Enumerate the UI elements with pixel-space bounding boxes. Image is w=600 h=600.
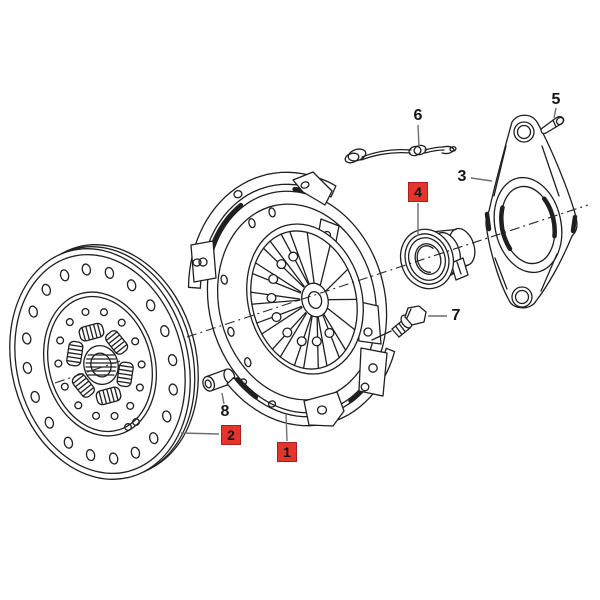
bolt-drawing [371, 305, 427, 341]
retaining-spring-drawing [344, 144, 457, 164]
leader-lines [180, 107, 557, 442]
release-arm-drawing [484, 114, 578, 309]
pivot-pin-drawing [540, 115, 565, 135]
pressure-plate-drawing [187, 171, 396, 427]
callout-4-release-bearing[interactable]: 4 [408, 182, 428, 202]
callout-3-release-arm[interactable]: 3 [457, 168, 467, 185]
callout-7-bolt[interactable]: 7 [451, 307, 461, 324]
release-bearing-drawing [399, 227, 476, 290]
callout-2-clutch-disc[interactable]: 2 [221, 425, 241, 445]
callout-6-retaining-spring[interactable]: 6 [413, 107, 423, 124]
callout-5-pivot-pin[interactable]: 5 [551, 91, 561, 108]
centerline [54, 204, 589, 384]
clutch-disc-drawing [9, 244, 199, 480]
callout-8-dowel-pin[interactable]: 8 [220, 403, 230, 420]
callout-1-pressure-plate[interactable]: 1 [277, 442, 297, 462]
